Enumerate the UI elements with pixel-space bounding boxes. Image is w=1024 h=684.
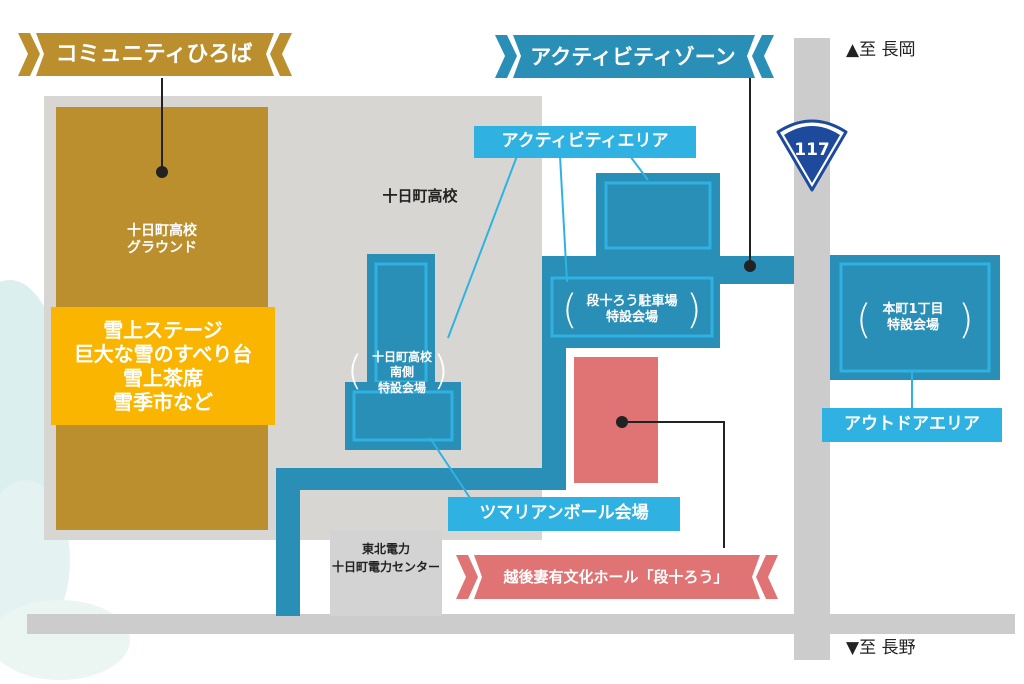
activity-zone-banner-label: アクティビティゾーン (530, 44, 736, 69)
direction-north: ▲至 長岡 (846, 40, 916, 61)
outdoor-area-callout: アウトドアエリア (844, 414, 980, 435)
south-venue-close-paren: ) (433, 348, 449, 394)
hall-banner-shape (456, 555, 778, 599)
event-box-shape (51, 307, 275, 425)
hall-banner-label: 越後妻有文化ホール「段十ろう」 (503, 567, 729, 586)
activity-area-callout-box (474, 126, 696, 158)
outdoor-area-callout-box (822, 408, 1002, 442)
community-banner-shape (18, 33, 292, 76)
tohoku-label: 東北電力 十日町電力センター (331, 542, 440, 574)
honcho-venue-label: 本町1丁目 特設会場 (882, 301, 944, 333)
community-banner-label: コミュニティひろば (55, 42, 253, 68)
route-number: 117 (794, 140, 830, 161)
south-venue-block (345, 254, 461, 450)
parking-venue-open-paren: ( (562, 287, 578, 333)
activity-area-callout: アクティビティエリア (501, 131, 669, 152)
direction-south: ▼至 長野 (846, 638, 916, 659)
honcho-venue-close-paren: ) (958, 297, 974, 343)
parking-venue-label: 段十ろう駐車場 特設会場 (586, 293, 678, 325)
callout-dot-icon (156, 166, 756, 428)
school-label: 十日町高校 (382, 186, 458, 205)
honcho-venue-block (830, 255, 1000, 380)
honcho-venue-open-paren: ( (856, 297, 872, 343)
south-venue-label: 十日町高校 南側 特設会場 (371, 349, 432, 395)
tsumari-callout: ツマリアンボール会場 (479, 503, 649, 524)
leader-lines (161, 78, 913, 548)
ground-label: 十日町高校 グラウンド (127, 222, 197, 257)
parking-venue-close-paren: ) (686, 287, 702, 333)
event-box-label: 雪上ステージ 巨大な雪のすべり台 雪上茶席 雪季市など (73, 318, 253, 414)
route-shield-icon (776, 119, 848, 192)
tohoku-block (330, 530, 442, 616)
activity-zone-banner-shape (495, 35, 774, 78)
activity-area-block (596, 173, 720, 258)
south-venue-open-paren: ( (347, 348, 363, 394)
tsumari-callout-box (448, 497, 680, 531)
parking-venue-block (542, 270, 720, 348)
hall-block (574, 357, 658, 483)
road-horizontal (27, 614, 1015, 634)
